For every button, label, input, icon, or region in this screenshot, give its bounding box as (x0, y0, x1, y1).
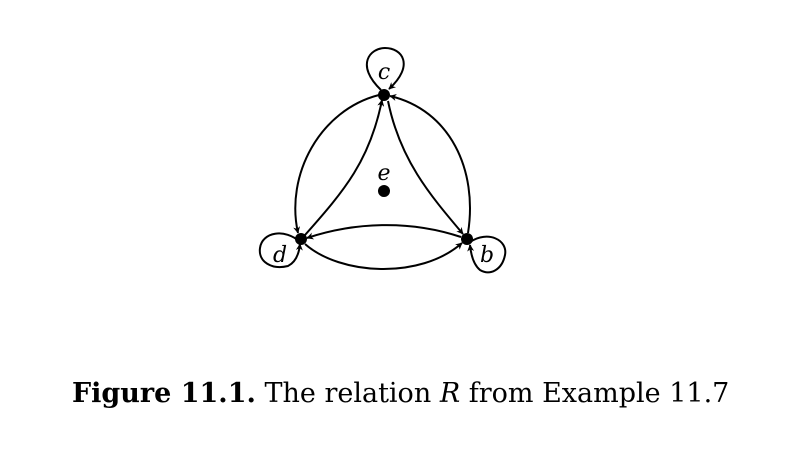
edge-d-c (304, 99, 385, 236)
node-d (295, 233, 307, 245)
relation-graph: c d b e (258, 46, 507, 274)
figure-caption: Figure 11.1. The relation R from Example… (72, 378, 729, 409)
edge-b-b (467, 235, 507, 274)
edge-c-d (293, 94, 380, 234)
node-label-e: e (377, 161, 390, 186)
node-e (378, 185, 390, 197)
caption-text-before: The relation (264, 378, 432, 409)
node-label-c: c (378, 60, 390, 85)
edge-b-c (389, 94, 471, 234)
caption-lead: Figure 11.1. (72, 378, 256, 409)
edge-c-c (366, 46, 405, 91)
node-label-b: b (480, 243, 494, 268)
node-label-d: d (273, 243, 287, 268)
edge-b-d (306, 224, 462, 240)
node-c (378, 89, 390, 101)
caption-var: R (439, 378, 461, 409)
edge-d-b (304, 242, 463, 270)
node-b (461, 233, 473, 245)
caption-text-after: from Example 11.7 (468, 378, 730, 409)
edge-d-d (258, 232, 303, 268)
edge-c-b (387, 100, 464, 235)
